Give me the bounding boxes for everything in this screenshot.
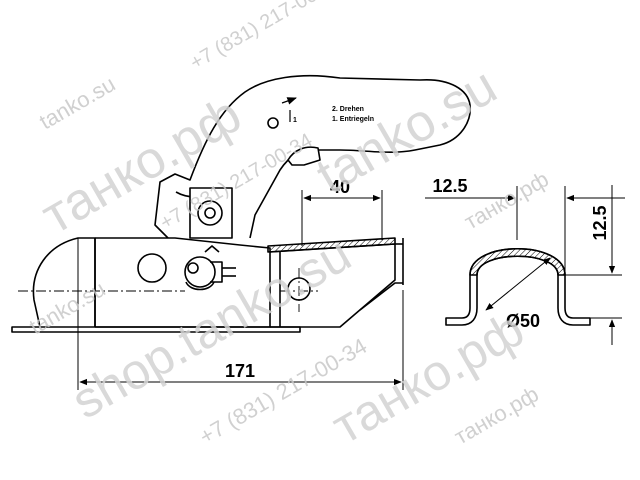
profile-diameter-label: Ø50 — [506, 311, 540, 331]
handle-text-line2: 1. Entriegeln — [332, 116, 374, 123]
watermark-site-rf: танко.рф — [450, 381, 543, 449]
watermark-site-ru: tanko.su — [35, 71, 120, 134]
release-button — [267, 117, 279, 129]
watermark-site-rf: танко.рф — [323, 301, 534, 455]
release-trigger — [287, 146, 321, 166]
handle-arrow-number: 1 — [293, 117, 297, 124]
watermark-site-rf: танко.рф — [460, 166, 553, 234]
dim-length-label: 171 — [225, 361, 255, 381]
coupling-body — [95, 237, 271, 328]
dim-offset-label: 40 — [330, 177, 350, 197]
watermark-phone: +7 (831) 217-00-34 — [187, 0, 347, 74]
clamp-block — [269, 243, 396, 328]
pivot-block — [189, 187, 233, 239]
indicator-window — [184, 256, 216, 288]
profile-dims — [425, 185, 625, 345]
handle — [154, 74, 471, 239]
pivot-pin — [197, 200, 223, 226]
indicator-knob — [187, 262, 199, 274]
center-lines — [18, 268, 318, 312]
profile-width-label: 12.5 — [432, 176, 467, 196]
body-hole — [137, 253, 167, 283]
dimension-171 — [77, 238, 404, 390]
profile-hatch — [469, 248, 566, 276]
handle-text-line1: 2. Drehen — [332, 106, 364, 113]
indicator-detail — [210, 261, 223, 283]
dimension-40 — [301, 190, 383, 246]
watermarks: tanko.su танко.рф tanko.su +7 (831) 217-… — [25, 0, 553, 455]
profile-height-label: 12.5 — [590, 205, 610, 240]
